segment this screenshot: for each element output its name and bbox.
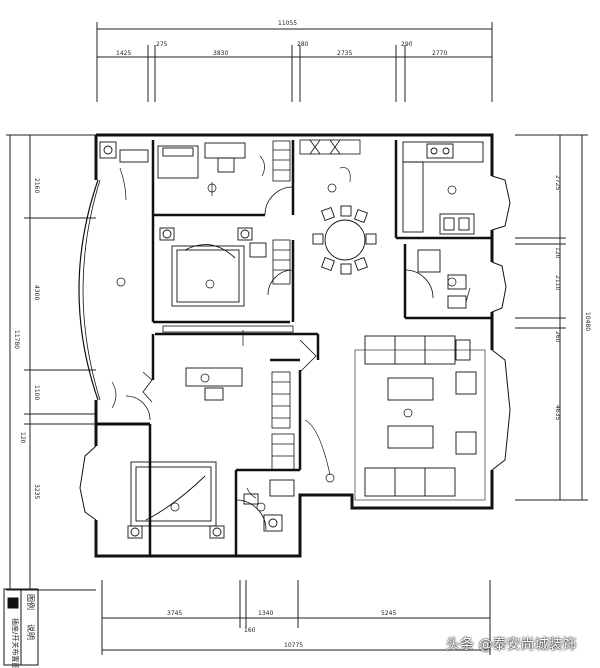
legend-item: 说明	[26, 624, 36, 640]
living-sofa	[354, 335, 486, 501]
dim-top-7: 2770	[432, 50, 447, 57]
bay-windows	[79, 175, 511, 521]
dim-right-1: 2725	[554, 175, 561, 190]
bed-middle	[159, 227, 267, 307]
legend-box	[3, 588, 39, 666]
bottom-dimension	[101, 580, 491, 655]
dim-bottom-1: 3745	[167, 610, 182, 617]
dim-left-4: 120	[19, 432, 26, 444]
watermark: 头条 @泰安尚城装饰	[446, 637, 577, 653]
dim-right-3: 2110	[554, 275, 561, 290]
interior-walls	[148, 140, 492, 556]
desk	[185, 367, 243, 401]
dim-right-2: 120	[554, 247, 561, 259]
legend-caption: 插座/开关布置图	[11, 618, 20, 668]
dim-top-total: 11055	[278, 20, 297, 27]
dim-top-1: 1425	[116, 50, 131, 57]
dim-bottom-2: 1340	[258, 610, 273, 617]
right-dimension	[515, 134, 588, 501]
dim-right-5: 4635	[554, 405, 561, 420]
dim-left-total: 11780	[13, 330, 20, 349]
legend-title: 图例	[26, 594, 36, 610]
dim-top-5: 2735	[337, 50, 352, 57]
dim-top-4: 280	[297, 41, 309, 48]
dim-left-3: 1100	[33, 385, 40, 400]
doors	[125, 186, 434, 531]
dim-bottom-3: 5245	[381, 610, 396, 617]
dim-left-2: 4300	[33, 285, 40, 300]
dim-left-1: 2160	[33, 178, 40, 193]
dim-top-2: 275	[156, 41, 168, 48]
wardrobes	[162, 139, 361, 471]
dining-table	[312, 205, 377, 275]
bed-top	[157, 142, 246, 179]
curved-window	[78, 179, 99, 401]
bed-bottom	[127, 461, 225, 539]
electrical-wiring	[111, 155, 471, 499]
left-dimension	[6, 134, 96, 591]
dim-top-6: 290	[401, 41, 413, 48]
dim-top-3: 3830	[213, 50, 228, 57]
dim-bottom-extra: 160	[244, 627, 256, 634]
bathrooms	[99, 141, 467, 532]
outer-walls	[94, 133, 494, 558]
dim-left-5: 3235	[33, 484, 40, 499]
room-markers	[116, 183, 457, 512]
dim-right-total: 10480	[584, 312, 591, 331]
kitchen	[402, 141, 484, 235]
top-dimension	[96, 22, 493, 102]
dim-bottom-total: 10775	[284, 642, 303, 649]
dim-right-4: 260	[554, 331, 561, 343]
